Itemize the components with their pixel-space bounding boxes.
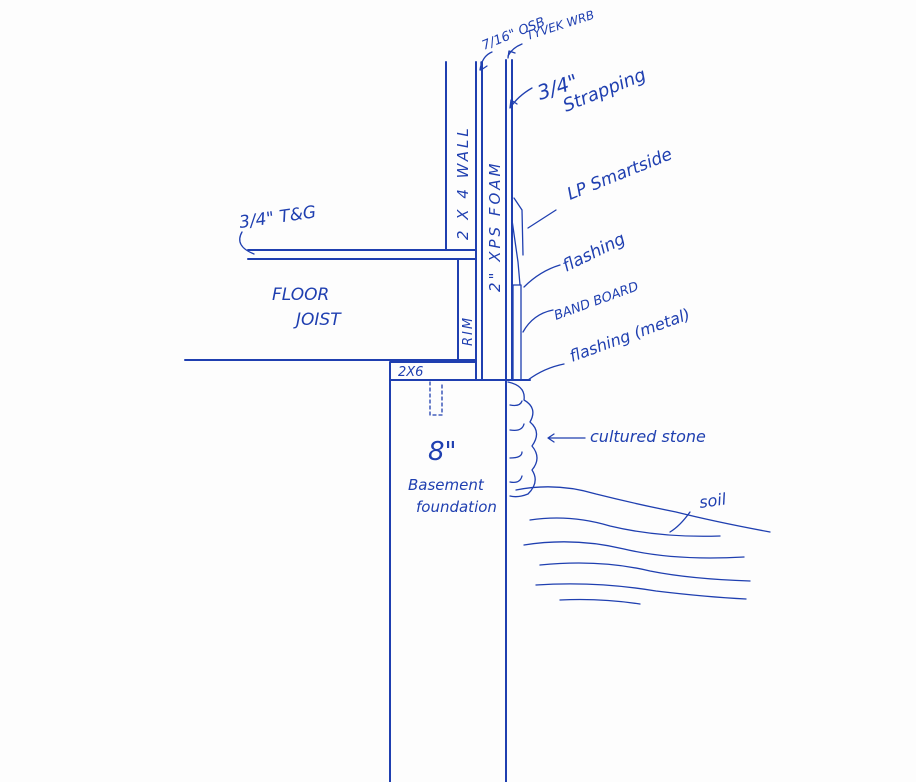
soil-label: soil: [698, 489, 728, 512]
flashing-label: flashing: [559, 229, 628, 277]
foundation-label-1: Basement: [408, 476, 485, 494]
tg-leader: [239, 231, 255, 255]
foundation-label-2: foundation: [416, 498, 497, 516]
osb-arrow: [479, 51, 493, 71]
metal-flashing-label: flashing (metal): [567, 305, 693, 366]
tyvek-arrow: [507, 43, 523, 59]
stone-joints: [509, 400, 525, 484]
band-board: [512, 284, 522, 381]
smartside-leader: [527, 209, 557, 229]
anchor-bolt: [429, 381, 443, 416]
tyvek-label: TYVEK WRB: [525, 8, 596, 43]
cultured-stone: [507, 381, 538, 498]
tg-label: 3/4" T&G: [238, 202, 317, 233]
wall-label: 2 X 4 WALL: [454, 125, 472, 240]
soil-leader: [669, 511, 691, 533]
joist-label: JOIST: [293, 310, 342, 330]
flashing-leader: [523, 264, 561, 288]
upper-flashing: [511, 219, 521, 286]
floor-label: FLOOR: [272, 285, 329, 305]
smartside-siding: [513, 197, 524, 256]
smartside-label: LP Smartside: [564, 144, 675, 204]
band-board-leader: [522, 309, 554, 333]
cultured-stone-arrow: [547, 433, 586, 443]
strapping-arrow: [509, 87, 533, 109]
rim-label: RIM: [461, 316, 476, 346]
metal-flashing-leader: [527, 363, 565, 381]
band-board-label: BAND BOARD: [552, 279, 641, 323]
foam-label: 2" XPS FOAM: [486, 161, 504, 292]
grade-line: [515, 486, 771, 533]
cultured-stone-label: cultured stone: [590, 427, 706, 446]
sill-label: 2X6: [398, 365, 423, 380]
soil-hatching: [523, 517, 751, 605]
foundation-size-label: 8": [428, 437, 457, 467]
